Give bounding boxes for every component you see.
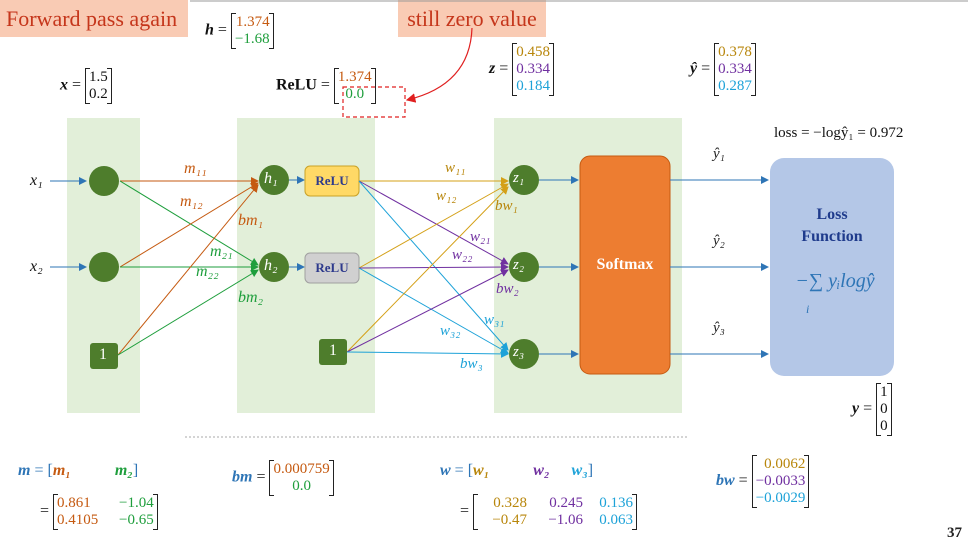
loss-formula-index: i [806, 302, 810, 316]
output-label-z2: z₂ [513, 257, 525, 273]
hidden-bias-node [319, 339, 347, 365]
yhat-label-1: ŷ₁ [713, 146, 725, 162]
edge-bm2 [117, 269, 259, 356]
hidden-bias-label: 1 [329, 342, 337, 359]
label-w31: w₃₁ [484, 312, 505, 328]
label-bm1: bm₁ [238, 212, 264, 229]
input-label-x1: x₁ [30, 172, 43, 189]
loss-formula: −∑ yᵢlogŷ [795, 270, 875, 292]
yhat-vector: 0.378 0.334 0.287 [714, 43, 756, 96]
label-m22: m₂₂ [196, 263, 219, 280]
label-w11: w₁₁ [445, 160, 466, 176]
edge-bw2 [346, 269, 509, 353]
edge-bw1 [346, 186, 509, 353]
w-param-header: w = [w₁ w₂ w₃] [440, 462, 594, 479]
input-bias-node [90, 343, 118, 369]
bm-param: bm = 0.000759 0.0 [232, 460, 334, 496]
relu-label-2: ReLU [315, 260, 349, 275]
label-bw3: bw₃ [460, 356, 483, 372]
hidden-node-h1 [259, 165, 289, 195]
edge-m12 [119, 182, 259, 268]
input-node-1 [89, 166, 119, 196]
label-w32: w₃₂ [440, 323, 461, 339]
h-vector: 1.374 −1.68 [230, 13, 274, 49]
bw-param: bw = 0.0062 −0.0033 −0.0029 [716, 455, 810, 508]
softmax-label: Softmax [596, 256, 654, 273]
edge-w12 [358, 183, 509, 269]
yhat-equation: ŷ = 0.378 0.334 0.287 [690, 43, 756, 96]
edge-w21 [358, 180, 509, 265]
x-vector: 1.5 0.2 [85, 68, 112, 104]
edge-w22 [358, 263, 509, 272]
label-m21: m₂₁ [210, 243, 233, 260]
slide-title: Forward pass again [0, 0, 188, 37]
input-node-2 [89, 252, 119, 282]
edge-bw3 [346, 349, 509, 358]
hidden-label-h2: h₂ [264, 257, 278, 274]
input-label-x2: x₂ [30, 258, 43, 275]
loss-box-title: Loss Function [801, 206, 863, 245]
output-node-z2 [509, 252, 539, 282]
zero-highlight-box [342, 86, 406, 118]
edge-m21 [119, 180, 259, 266]
input-bias-label: 1 [99, 346, 107, 363]
output-label-z1: z₁ [513, 170, 525, 186]
output-node-z3 [509, 339, 539, 369]
yhat-label-2: ŷ₂ [713, 233, 725, 249]
output-label-z3: z₃ [513, 344, 525, 360]
hidden-label-h1: h₁ [264, 170, 278, 187]
label-m11: m₁₁ [184, 160, 207, 177]
relu-label-1: ReLU [315, 173, 349, 188]
yhat-label-3: ŷ₃ [713, 320, 725, 336]
h-equation: h = 1.374 −1.68 [205, 13, 274, 49]
loss-function-box [770, 158, 894, 376]
page-number: 37 [947, 525, 962, 541]
relu-vector: 1.374 0.0 [333, 68, 376, 104]
label-bw1: bw₁ [495, 198, 518, 214]
x-equation: x = 1.5 0.2 [60, 68, 112, 104]
label-w12: w₁₂ [436, 188, 457, 204]
y-equation: y = 1 0 0 [852, 383, 892, 436]
hidden-node-h2 [259, 252, 289, 282]
edge-w31 [358, 180, 509, 351]
annotation-arrow [405, 27, 473, 103]
softmax-box [579, 155, 671, 375]
output-node-z1 [509, 165, 539, 195]
m-param-matrix: = 0.861−1.04 0.4105−0.65 [40, 494, 158, 530]
y-vector: 1 0 0 [876, 383, 892, 436]
edge-w32 [358, 267, 509, 354]
loss-value: loss = −logŷ₁ = 0.972 [774, 125, 904, 141]
label-bm2: bm₂ [238, 289, 264, 306]
m-param-header: m = [m₁ m₂] [18, 462, 139, 479]
edge-bm1 [117, 184, 259, 356]
label-m12: m₁₂ [180, 193, 203, 210]
relu-equation: ReLU = 1.374 0.0 [276, 68, 376, 104]
z-equation: z = 0.458 0.334 0.184 [489, 43, 555, 96]
label-bw2: bw₂ [496, 281, 519, 297]
z-vector: 0.458 0.334 0.184 [512, 43, 555, 96]
label-w22: w₂₂ [452, 247, 473, 263]
label-w21: w₂₁ [470, 229, 491, 245]
